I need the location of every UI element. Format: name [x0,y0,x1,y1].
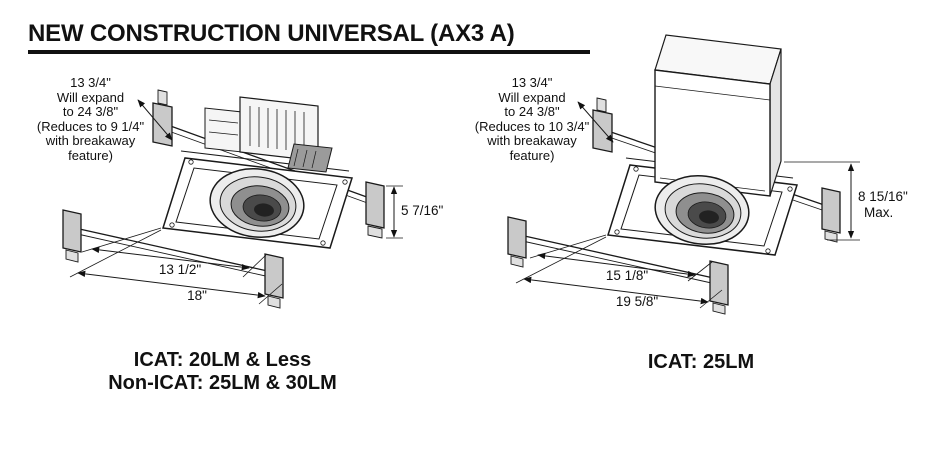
right-caption: ICAT: 25LM [647,351,755,373]
title-underline [28,50,590,54]
left-caption-line-1: ICAT: 20LM & Less [133,349,312,371]
left-expand-note-line-6: feature) [68,147,113,163]
left-junction-box [204,96,333,173]
right-expand-note-line-6: feature) [509,147,555,163]
left-expand-note-line-4: (Reduces to 9 1/4" [36,118,145,134]
left-fixture-drawing [62,89,403,309]
left-baffle-aperture [209,168,305,238]
right-expand-note: 13 3/4" Will expand to 24 3/8" (Reduces … [458,75,606,163]
right-baffle-aperture [654,175,750,245]
right-expand-note-line-1: 13 3/4" [511,75,553,90]
right-fixture-drawing [507,34,860,315]
right-expand-note-line-5: with breakaway [487,133,577,148]
left-front-hanger-bar [62,209,284,309]
right-height-dimension-label: 8 15/16" [858,189,908,204]
right-enclosure-box [654,34,782,197]
left-expand-note: 13 3/4" Will expand to 24 3/8" (Reduces … [18,75,163,163]
left-dimension-lines [69,99,403,305]
right-expand-note-line-4: (Reduces to 10 3/4" [474,118,590,134]
right-overall-width-dimension-label: 19 5/8" [615,294,659,309]
right-dimension-lines [515,101,860,309]
left-expand-note-line-2: Will expand [56,89,125,105]
left-expand-note-line-3: to 24 3/8" [62,104,119,119]
right-pan-width-dimension-label: 15 1/8" [605,268,649,283]
right-expand-note-line-3: to 24 3/8" [504,104,560,119]
left-expand-note-line-5: with breakaway [45,133,136,148]
left-expand-note-line-1: 13 3/4" [70,75,111,90]
page-title: NEW CONSTRUCTION UNIVERSAL (AX3 A) [28,20,515,47]
left-pan-width-dimension-label: 13 1/2" [158,262,202,277]
right-height-dimension-qualifier: Max. [864,205,894,220]
right-expand-note-line-2: Will expand [498,89,566,105]
left-height-dimension-label: 5 7/16" [401,203,444,218]
left-overall-width-dimension-label: 18" [187,288,207,303]
left-caption-line-2: Non-ICAT: 25LM & 30LM [108,372,337,394]
